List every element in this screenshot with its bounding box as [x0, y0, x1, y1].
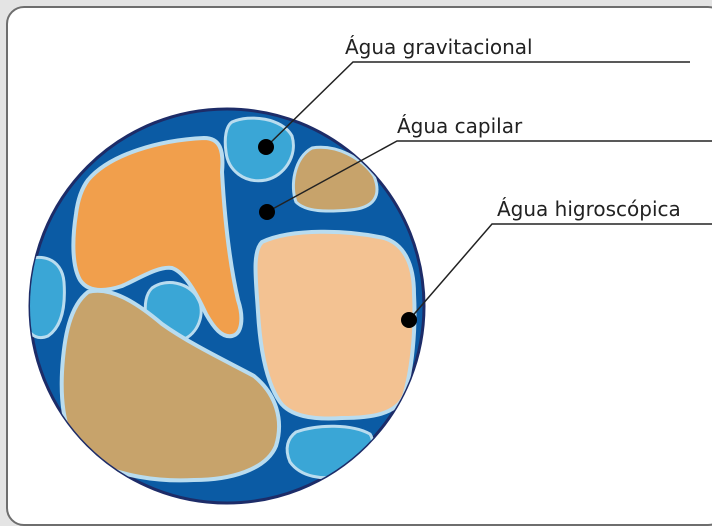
gravitational-water-marker: [258, 139, 274, 155]
label-hygroscopic-water: Água higroscópica: [497, 197, 681, 221]
capillary-water-marker: [259, 204, 275, 220]
label-capillary-water: Água capilar: [397, 114, 523, 138]
leader-line-hygroscopic: [409, 224, 712, 320]
gravitational-water-pocket-left: [22, 257, 64, 337]
soil-particle-peach: [256, 232, 415, 419]
soil-particle-tan-small: [293, 147, 377, 211]
hygroscopic-water-marker: [401, 312, 417, 328]
label-gravitational-water: Água gravitacional: [345, 35, 533, 59]
